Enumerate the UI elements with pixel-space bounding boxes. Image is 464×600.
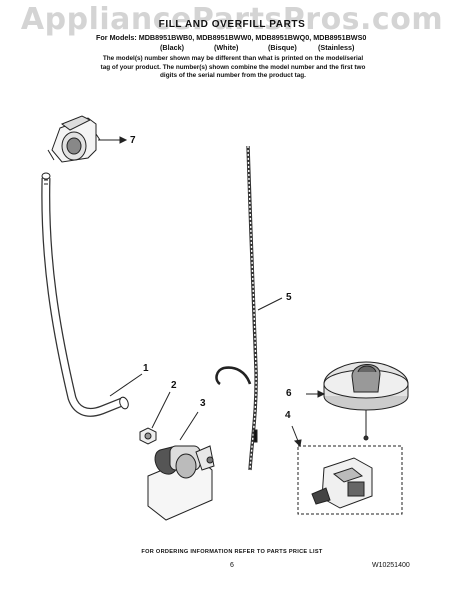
part-4-float-switch [291, 425, 403, 515]
callout-4: 4 [285, 410, 291, 421]
callout-6: 6 [286, 388, 292, 399]
page-title: FILL AND OVERFILL PARTS [158, 19, 306, 30]
models-line: For Models: MDB8951BWB0, MDB8951BWW0, MD… [96, 33, 367, 42]
color-stainless: (Stainless) [318, 43, 355, 52]
callout-3: 3 [200, 398, 206, 409]
callout-5: 5 [286, 292, 292, 303]
part-7-fill-inlet [47, 115, 128, 163]
color-bisque: (Bisque) [268, 43, 297, 52]
color-white: (White) [214, 43, 239, 52]
part-1-fill-hose [41, 172, 143, 417]
part-2-nut [139, 391, 171, 445]
page-number: 6 [230, 562, 234, 569]
model-note: The model(s) number shown may be differe… [100, 55, 366, 80]
callout-7: 7 [130, 135, 136, 146]
color-black: (Black) [160, 43, 184, 52]
part-6-float [306, 361, 409, 441]
part-3-water-valve [147, 411, 215, 521]
part-5-tube [215, 145, 283, 471]
ordering-info: FOR ORDERING INFORMATION REFER TO PARTS … [141, 549, 323, 555]
callout-2: 2 [171, 380, 177, 391]
watermark: AppliancePartsPros.com [20, 2, 444, 37]
callout-1: 1 [143, 363, 149, 374]
document-number: W10251400 [372, 562, 410, 569]
